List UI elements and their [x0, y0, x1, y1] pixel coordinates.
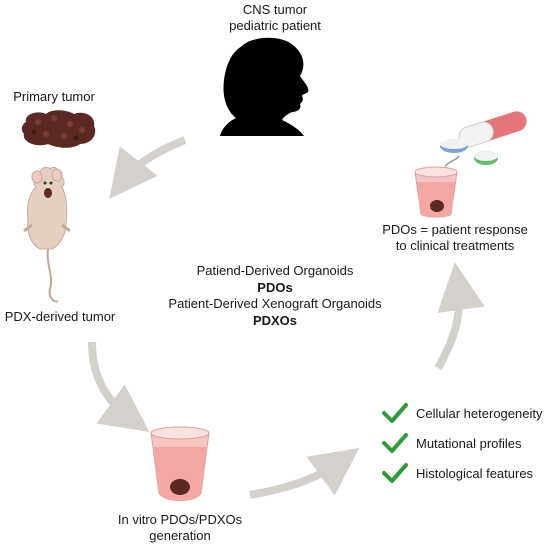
- check-icon: [382, 433, 408, 453]
- invitro-line1: In vitro PDOs/PDXOs: [117, 512, 243, 527]
- patient-title: CNS tumor pediatric patient: [200, 2, 350, 34]
- feature-row: Histological features: [382, 462, 533, 484]
- feature-row: Cellular heterogeneity: [382, 402, 542, 424]
- center-line3: Patient-Derived Xenograft Organoids: [168, 296, 382, 311]
- feature-label: Histological features: [416, 465, 534, 481]
- pills-icon: [440, 111, 527, 165]
- center-line4: PDXOs: [252, 312, 298, 328]
- arrow-features-to-response: [434, 262, 485, 370]
- arrow-organoid-to-features: [249, 447, 360, 499]
- pdx-label: PDX-derived tumor: [4, 309, 116, 324]
- invitro-label: In vitro PDOs/PDXOs generation: [100, 512, 260, 544]
- organoid-culture-icon: [150, 426, 210, 501]
- check-icon: [382, 463, 408, 483]
- arrow-mouse-to-organoid: [88, 341, 150, 433]
- check-icon: [382, 403, 408, 423]
- center-line2: PDOs: [257, 279, 293, 295]
- patient-title-line1: CNS tumor: [242, 2, 308, 17]
- response-line1: PDOs = patient response: [382, 222, 528, 237]
- primary-tumor-label: Primary tumor: [13, 89, 95, 104]
- feature-label: Mutational profiles: [416, 435, 522, 451]
- feature-label: Cellular heterogeneity: [416, 405, 543, 421]
- organoid-response-icon: [414, 155, 460, 218]
- center-line1: Patiend-Derived Organoids: [196, 263, 354, 278]
- response-label: PDOs = patient response to clinical trea…: [370, 222, 540, 254]
- arrow-patient-to-mouse: [109, 136, 187, 199]
- invitro-line2: generation: [149, 528, 211, 543]
- mouse-pdx-icon: [23, 166, 71, 303]
- child-silhouette-icon: [220, 37, 309, 136]
- tumor-tissue-icon: [21, 110, 96, 148]
- feature-row: Mutational profiles: [382, 432, 522, 454]
- patient-title-line2: pediatric patient: [229, 18, 321, 33]
- center-description: Patiend-Derived Organoids PDOs Patient-D…: [130, 263, 420, 329]
- response-line2: to clinical treatments: [395, 238, 515, 253]
